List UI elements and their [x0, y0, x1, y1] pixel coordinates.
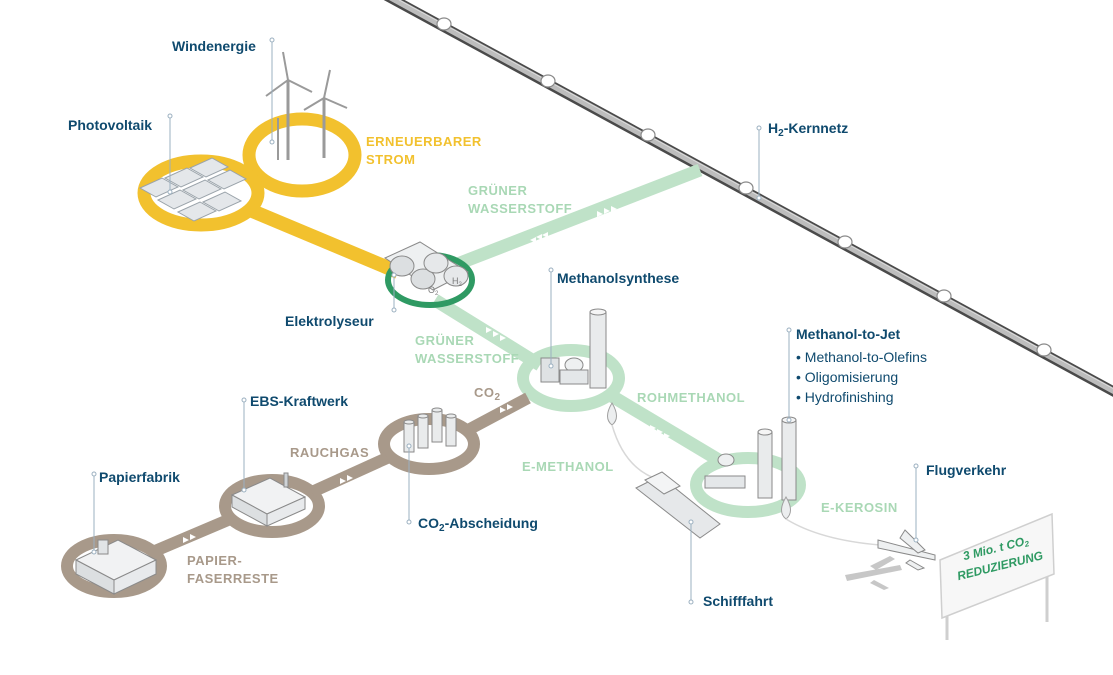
- label-methanol-to-jet: Methanol-to-Jet: [796, 326, 901, 342]
- droplet-trail-plane: [785, 518, 881, 546]
- label-flugverkehr: Flugverkehr: [926, 462, 1007, 478]
- electrolyser: [383, 241, 470, 291]
- solar-panels: [138, 157, 248, 222]
- label-windenergie: Windenergie: [172, 38, 256, 54]
- paper-mill: [74, 539, 158, 595]
- label-e-methanol: E-METHANOL: [522, 459, 614, 474]
- methanol-to-jet-steps: Methanol-to-Olefins Oligomisierung Hydro…: [796, 347, 927, 407]
- step-hydrofinishing: Hydrofinishing: [796, 387, 927, 407]
- step-methanol-to-olefins: Methanol-to-Olefins: [796, 347, 927, 367]
- co2-capture-plant: [403, 407, 457, 453]
- airplane: [877, 529, 936, 571]
- green-flow-band: [431, 163, 806, 518]
- label-methanolsynthese: Methanolsynthese: [557, 270, 680, 286]
- label-schifffahrt: Schifffahrt: [703, 593, 773, 609]
- o2-mark: O2: [428, 285, 439, 297]
- methanol-to-jet-plant: [704, 416, 797, 501]
- droplet-trail-ship: [611, 424, 661, 481]
- label-ebs-kraftwerk: EBS-Kraftwerk: [250, 393, 349, 409]
- label-co2-abscheidung: CO2-Abscheidung: [418, 515, 538, 534]
- label-papierfabrik: Papierfabrik: [99, 469, 180, 485]
- label-h2-kernnetz: H2-Kernnetz: [768, 120, 849, 139]
- label-papierfaserreste: PAPIER-FASERRESTE: [187, 553, 279, 586]
- ebs-power-plant: [230, 472, 307, 527]
- yellow-flow-band: [137, 112, 401, 279]
- airplane-shadow: [845, 556, 902, 590]
- h2-mark: H2: [452, 276, 463, 288]
- step-oligomisierung: Oligomisierung: [796, 367, 927, 387]
- label-e-kerosin: E-KEROSIN: [821, 500, 898, 515]
- label-co2-flow: CO2: [474, 385, 501, 403]
- droplets: [607, 402, 791, 520]
- methanol-synthesis-plant: [540, 308, 607, 389]
- h2-pipeline: [383, 0, 1113, 397]
- label-elektrolyseur: Elektrolyseur: [285, 313, 374, 329]
- label-rauchgas: RAUCHGAS: [290, 445, 370, 460]
- ship: [635, 471, 721, 539]
- label-photovoltaik: Photovoltaik: [68, 117, 153, 133]
- leader-lines: [91, 37, 919, 605]
- wind-turbines: [265, 51, 348, 160]
- label-rohmethanol: ROHMETHANOL: [637, 390, 746, 405]
- co2-reduction-sign: [939, 512, 1055, 640]
